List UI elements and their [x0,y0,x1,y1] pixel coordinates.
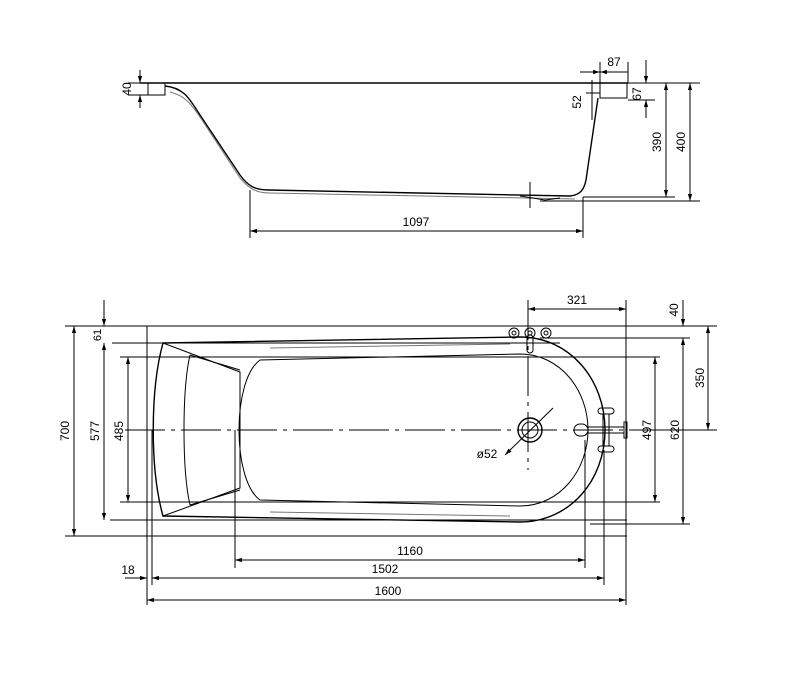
dim-label-inner-depth: 390 [650,132,664,152]
dim-label-basin-length: 1160 [397,544,423,558]
dim-label-drain-offset: 321 [567,293,587,307]
side-view: 1097 40 87 52 67 390 400 [120,55,700,238]
left-rim [147,82,166,96]
dim-label-total-height: 400 [674,132,688,152]
dim-label-rim-width: 87 [607,55,621,69]
dim-label-rim-offset: 61 [92,329,104,341]
dim-label-half-width: 350 [693,368,707,388]
dim-label-total-width: 700 [58,421,72,441]
overflow-mixer-icon [573,407,628,453]
tub-profile-inner [169,91,576,200]
dim-label-left-offset: 18 [121,563,135,577]
dim-label-bottom-width: 485 [112,421,126,441]
dim-label-drain-diameter: ø52 [477,447,498,461]
dim-label-top-offset: 40 [667,303,681,317]
tub-profile-outer [164,85,599,197]
dim-label-rim-inner: 52 [570,95,584,109]
faucet-icon [508,327,552,354]
top-view: ø52 700 61 577 485 321 40 [58,293,717,605]
tub-rim-outline [152,336,606,523]
drain-icon [517,417,543,443]
dim-label-inner-width: 577 [88,421,102,441]
dim-label-basin-width: 497 [640,420,654,440]
headrest-inner [183,354,241,506]
dim-label-bottom-length: 1097 [403,215,430,229]
dim-label-rim-span: 620 [668,420,682,440]
drain-outlet [519,195,561,201]
dim-label-inner-length: 1502 [372,562,399,576]
dim-label-total-length: 1600 [375,584,402,598]
basin-outline [238,353,589,507]
dim-label-rim-height-right: 67 [630,87,644,101]
dim-label-rim-height-left: 40 [120,82,134,96]
right-rim [599,82,628,99]
